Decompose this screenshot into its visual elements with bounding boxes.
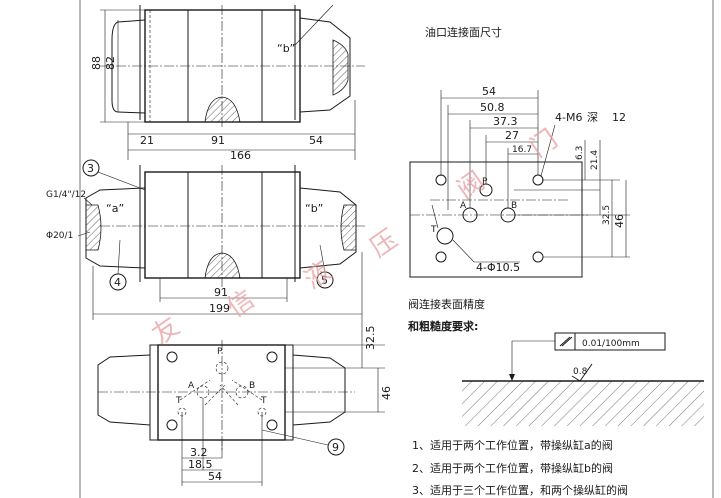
roughness-value: 0.8 [573, 367, 588, 377]
finish-title-2: 和粗糙度要求: [408, 319, 478, 333]
callout-9-circle [327, 438, 345, 456]
bottom-bolt-hole-bl [166, 419, 178, 431]
bottom-label-b: B [249, 381, 255, 391]
bottom-label-p: P [217, 347, 223, 357]
bottom-label-t1: T [175, 396, 182, 406]
interface-depth-value: 12 [612, 111, 626, 124]
top-right-actuator [299, 17, 351, 113]
interface-label-a: A [460, 201, 467, 211]
top-dim-91: 91 [211, 134, 225, 147]
interface-dim-50-8: 50.8 [480, 101, 505, 114]
callout-9-text: 9 [332, 441, 339, 454]
note-2: 2、适用于两个工作位置，带操纵缸b的阀 [412, 461, 613, 475]
interface-dim-21-4: 21.4 [590, 150, 600, 170]
front-port-b-label: “b” [305, 202, 323, 215]
interface-title: 油口连接面尺寸 [425, 25, 502, 39]
top-port-b-label: “b” [277, 42, 295, 55]
top-bottom-port-hatch [204, 96, 241, 123]
finish-title-1: 阀连接表面精度 [408, 297, 485, 311]
bottom-bolt-hole-tr [266, 351, 278, 363]
top-view: “b” 88 82 21 91 54 166 [90, 4, 365, 162]
interface-dim-54: 54 [482, 85, 496, 98]
bottom-view: P A B T T 9 32.5 46 3.2 18.5 54 [97, 320, 393, 486]
interface-dim-32-5: 32.5 [602, 205, 612, 225]
note-1: 1、适用于两个工作位置，带操纵缸a的阀 [412, 438, 613, 452]
interface-hole-label: 4-Φ10.5 [476, 261, 520, 274]
callout-3-circle [82, 159, 100, 177]
interface-label-p: P [482, 177, 488, 187]
flatness-symbol [559, 336, 573, 347]
front-bottom-port-hatch [204, 252, 241, 279]
surface-hatch [462, 381, 704, 426]
bottom-port-a [196, 385, 210, 399]
front-bore-label: Φ20/1 [46, 231, 73, 241]
note-3: 3、适用于三个工作位置，和两个操纵缸的阀 [412, 483, 628, 497]
interface-hole-tr [532, 174, 544, 186]
bottom-label-a: A [188, 381, 195, 391]
top-dim-82: 82 [104, 56, 117, 70]
interface-label-b: B [511, 201, 517, 211]
front-thread-label: G1/4"/12 [46, 190, 86, 200]
interface-depth-label: 深 [587, 111, 598, 124]
roughness-symbol [571, 363, 593, 382]
interface-view: 油口连接面尺寸 P A B T 54 50.8 37.3 27 16.7 4 [409, 25, 630, 278]
top-left-actuator [111, 19, 146, 114]
callout-4-text: 4 [114, 276, 121, 289]
flatness-value: 0.01/100mm [582, 339, 640, 349]
interface-port-t [436, 227, 454, 245]
watermark-char-6: 门 [525, 124, 564, 163]
front-dim-91: 91 [214, 286, 228, 299]
bottom-port-b [235, 385, 249, 399]
interface-hole-br [532, 251, 544, 263]
finish-section: 阀连接表面精度 和粗糙度要求: 0.01/100mm 0.8 [408, 297, 704, 426]
interface-dim-6-3: 6.3 [575, 146, 585, 160]
bottom-right-actuator [292, 354, 346, 426]
interface-plate [409, 161, 583, 278]
top-dim-88: 88 [90, 56, 103, 70]
front-view: “a” “b” G1/4"/12 Φ20/1 3 4 5 91 199 [46, 159, 365, 320]
watermark-char-4: 压 [365, 224, 404, 263]
interface-dim-16-7: 16.7 [512, 145, 532, 155]
bottom-dim-32-5: 32.5 [364, 326, 377, 351]
interface-label-t: T [430, 225, 437, 235]
notes: 1、适用于两个工作位置，带操纵缸a的阀 2、适用于两个工作位置，带操纵缸b的阀 … [412, 438, 628, 497]
front-left-port-hatch [85, 204, 102, 251]
interface-bolt-label: 4-M6 [555, 111, 582, 124]
bottom-label-t2: T [260, 396, 267, 406]
top-dim-54: 54 [309, 134, 323, 147]
callout-5-text: 5 [321, 274, 328, 287]
bottom-dim-46: 46 [380, 386, 393, 400]
flatness-frame [554, 332, 666, 351]
interface-dim-46: 46 [613, 214, 626, 228]
front-port-a-label: “a” [106, 202, 124, 215]
interface-dim-37-3: 37.3 [493, 115, 518, 128]
interface-hole-tl [435, 174, 447, 186]
bottom-port-p [215, 361, 229, 375]
bottom-bolt-hole-tl [166, 351, 178, 363]
interface-dim-27: 27 [505, 129, 519, 142]
top-dim-21: 21 [140, 134, 154, 147]
top-leader-line [294, 4, 334, 46]
front-right-port-hatch [340, 204, 357, 251]
interface-hole-bl [435, 251, 447, 263]
bottom-left-actuator [97, 354, 151, 426]
bottom-dim-18-5: 18.5 [188, 458, 213, 471]
front-dim-199: 199 [209, 302, 230, 315]
bottom-bolt-hole-br [266, 419, 278, 431]
top-right-section-hatch [332, 39, 349, 96]
bottom-dim-54: 54 [208, 470, 222, 483]
watermark-char-3: 液 [299, 256, 338, 295]
top-dim-166: 166 [230, 149, 251, 162]
bottom-dim-3-2: 3.2 [190, 446, 208, 459]
callout-3-text: 3 [87, 162, 94, 175]
